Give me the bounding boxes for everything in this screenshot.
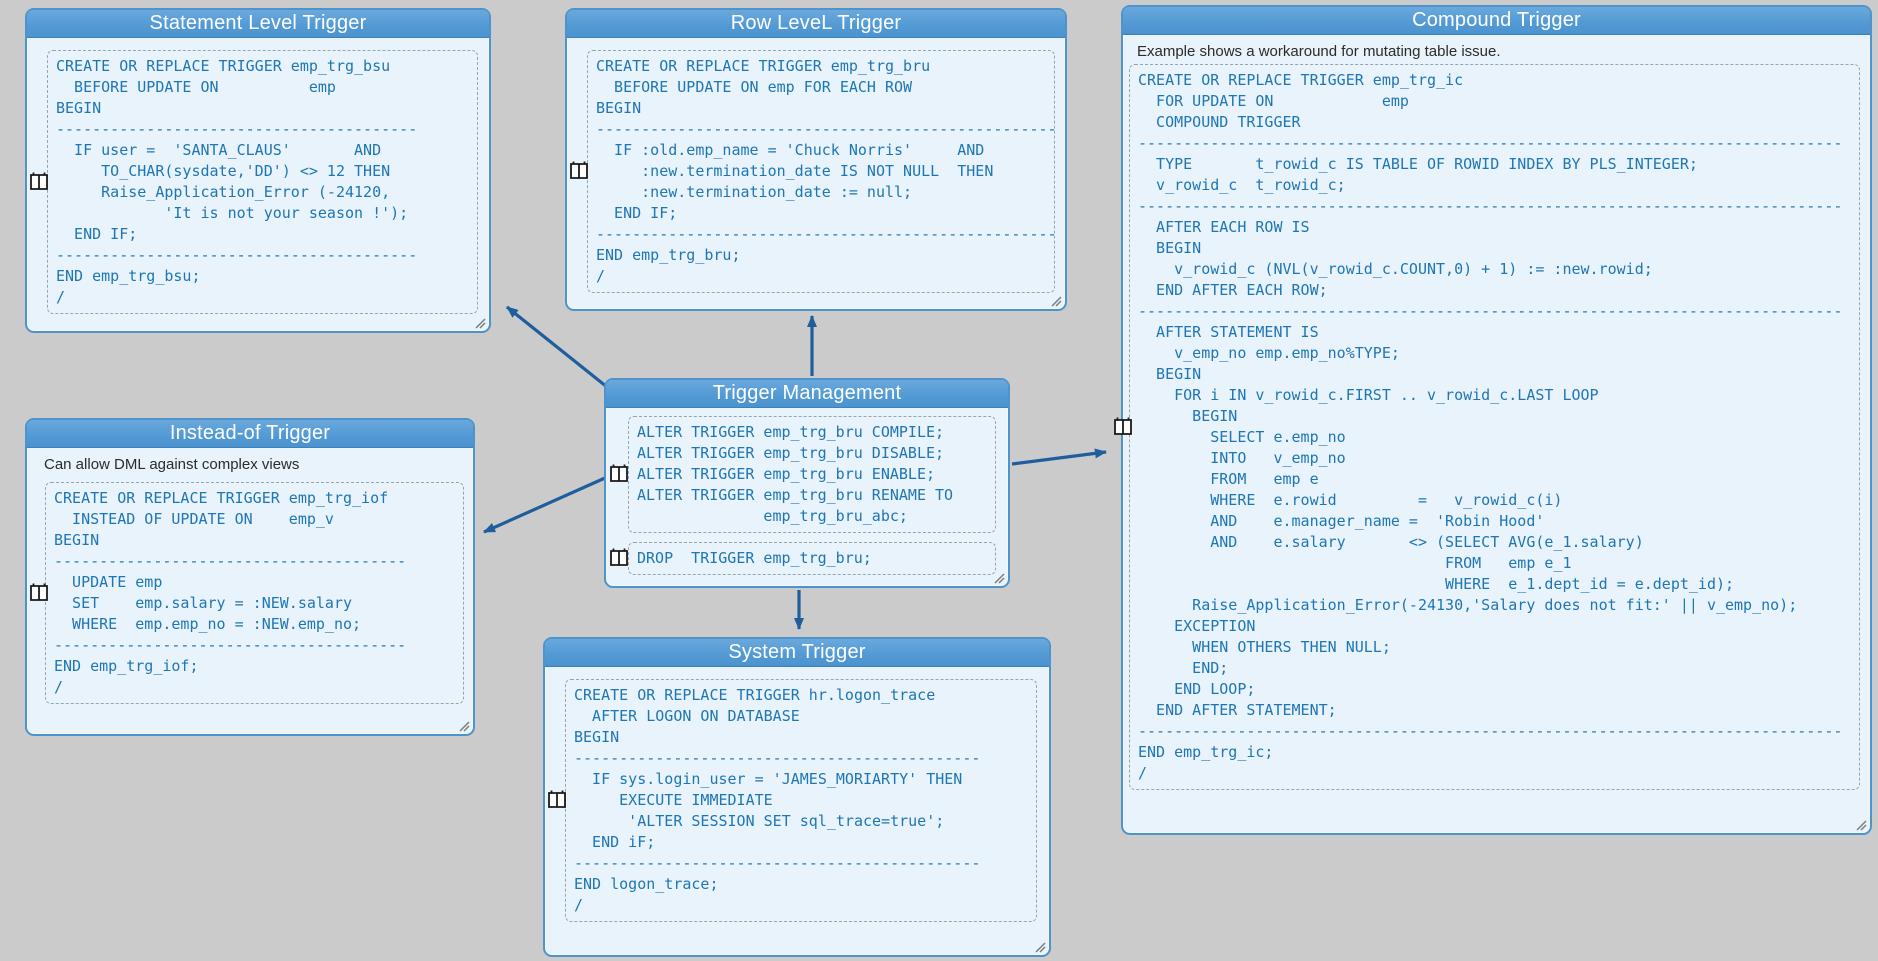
code-note-box-alter[interactable]: ALTER TRIGGER emp_trg_bru COMPILE; ALTER… [628, 416, 996, 533]
book-icon [570, 161, 588, 179]
resize-handle-icon[interactable] [473, 316, 486, 329]
panel-system-trigger[interactable]: System Trigger CREATE OR REPLACE TRIGGER… [543, 637, 1051, 957]
code-note-box[interactable]: CREATE OR REPLACE TRIGGER hr.logon_trace… [565, 679, 1037, 922]
sql-code-insteadof: CREATE OR REPLACE TRIGGER emp_trg_iof IN… [54, 489, 407, 696]
book-icon [1114, 417, 1132, 435]
arrow-to-statement-trigger [506, 305, 613, 393]
panel-trigger-management[interactable]: Trigger Management ALTER TRIGGER emp_trg… [604, 378, 1010, 588]
arrow-to-compound-trigger [1011, 448, 1107, 466]
resize-handle-icon[interactable] [1049, 294, 1062, 307]
panel-subtitle: Example shows a workaround for mutating … [1137, 43, 1501, 60]
panel-title: Row LeveL Trigger [730, 12, 902, 34]
code-note-box[interactable]: CREATE OR REPLACE TRIGGER emp_trg_iof IN… [45, 482, 464, 704]
panel-title: Statement Level Trigger [149, 12, 367, 34]
panel-header-statement[interactable]: Statement Level Trigger [27, 10, 489, 38]
sql-code-statement: CREATE OR REPLACE TRIGGER emp_trg_bsu BE… [56, 57, 418, 306]
panel-statement-level-trigger[interactable]: Statement Level Trigger CREATE OR REPLAC… [25, 8, 491, 333]
panel-row-level-trigger[interactable]: Row LeveL Trigger CREATE OR REPLACE TRIG… [565, 8, 1067, 311]
code-note-box[interactable]: CREATE OR REPLACE TRIGGER emp_trg_ic FOR… [1129, 64, 1860, 790]
panel-title: Trigger Management [712, 382, 902, 404]
panel-header-row[interactable]: Row LeveL Trigger [567, 10, 1065, 38]
arrow-to-insteadof-trigger [483, 476, 606, 534]
resize-handle-icon[interactable] [1033, 940, 1046, 953]
panel-title: System Trigger [728, 641, 866, 663]
sql-code-drop: DROP TRIGGER emp_trg_bru; [637, 549, 872, 567]
resize-handle-icon[interactable] [457, 719, 470, 732]
panel-compound-trigger[interactable]: Compound Trigger Example shows a workaro… [1114, 5, 1872, 835]
sql-code-compound: CREATE OR REPLACE TRIGGER emp_trg_ic FOR… [1138, 71, 1843, 782]
book-icon [610, 548, 628, 566]
panel-header-compound[interactable]: Compound Trigger [1123, 7, 1870, 35]
panel-header-system[interactable]: System Trigger [545, 639, 1049, 667]
panel-subtitle: Can allow DML against complex views [44, 456, 300, 473]
sql-code-alter: ALTER TRIGGER emp_trg_bru COMPILE; ALTER… [637, 423, 954, 525]
code-note-box-drop[interactable]: DROP TRIGGER emp_trg_bru; [628, 542, 996, 575]
panel-header-management[interactable]: Trigger Management [606, 380, 1008, 408]
book-icon [30, 583, 48, 601]
resize-handle-icon[interactable] [992, 571, 1005, 584]
resize-handle-icon[interactable] [1854, 818, 1867, 831]
book-icon [548, 790, 566, 808]
panel-title: Instead-of Trigger [169, 422, 331, 444]
panel-insteadof-trigger[interactable]: Instead-of Trigger Can allow DML against… [25, 418, 475, 736]
sql-code-row: CREATE OR REPLACE TRIGGER emp_trg_bru BE… [596, 57, 1057, 285]
book-icon [30, 172, 48, 190]
panel-title: Compound Trigger [1412, 9, 1581, 31]
panel-header-insteadof[interactable]: Instead-of Trigger [27, 420, 473, 448]
code-note-box[interactable]: CREATE OR REPLACE TRIGGER emp_trg_bru BE… [587, 50, 1057, 293]
book-icon [610, 464, 628, 482]
sql-code-system: CREATE OR REPLACE TRIGGER hr.logon_trace… [574, 686, 981, 914]
code-note-box[interactable]: CREATE OR REPLACE TRIGGER emp_trg_bsu BE… [47, 50, 478, 314]
